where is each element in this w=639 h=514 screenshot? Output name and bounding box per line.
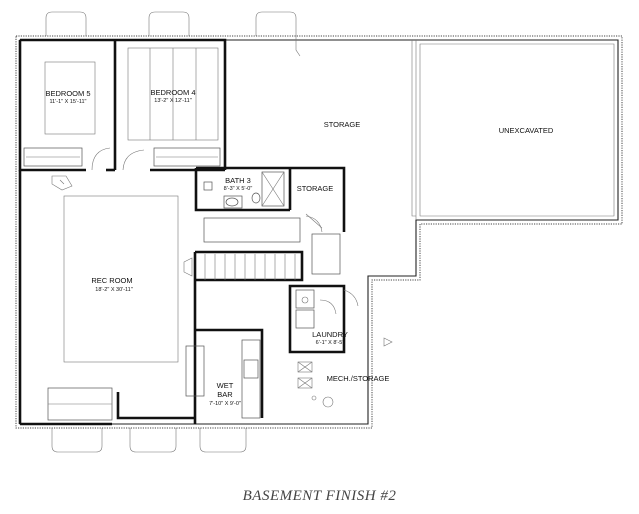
laundry-walls [288, 284, 359, 354]
bath-storage-walls [194, 166, 346, 232]
label-storage-small: STORAGE [297, 184, 334, 193]
corner-fixture [51, 175, 73, 191]
bedroom-furniture [44, 47, 219, 141]
label-mech-storage: MECH./STORAGE [327, 374, 390, 383]
label-bedroom4: BEDROOM 4 [150, 88, 195, 97]
dims-wet-bar: 7'-10" X 9'-0" [209, 401, 241, 407]
stair-hall [183, 213, 341, 424]
floor-plan: BEDROOM 5 11'-1" X 15'-11" BEDROOM 4 13'… [15, 11, 623, 453]
dims-laundry: 6'-1" X 8'-5" [316, 340, 345, 346]
window-wells-bottom [51, 428, 247, 453]
bar-bottom-wall [116, 392, 195, 420]
dims-bath3: 8'-3" X 5'-0" [224, 186, 253, 192]
label-unexcavated: UNEXCAVATED [499, 126, 554, 135]
label-bedroom5: BEDROOM 5 [45, 89, 90, 98]
bedroom-closets [23, 147, 221, 167]
mechanical-equipment [297, 337, 393, 408]
dims-rec-room: 18'-2" X 30'-11" [95, 287, 132, 293]
label-storage-main: STORAGE [324, 120, 361, 129]
dims-bedroom4: 13'-2" X 12'-11" [154, 98, 191, 104]
unexcavated-boundary [419, 43, 615, 217]
window-wells-top [45, 11, 297, 36]
plan-title: BASEMENT FINISH #2 [242, 488, 397, 504]
label-wet-bar-line2: BAR [217, 390, 233, 399]
wet-bar [185, 328, 264, 419]
label-wet-bar-line1: WET [217, 381, 234, 390]
rec-room-rug [63, 195, 179, 363]
dims-bedroom5: 11'-1" X 15'-11" [50, 99, 87, 105]
label-bath3: BATH 3 [225, 176, 251, 185]
bedroom-walls [18, 38, 227, 424]
label-laundry: LAUNDRY [312, 330, 348, 339]
stair-treads [204, 254, 296, 280]
foundation-outline [15, 35, 623, 429]
label-rec-room: REC ROOM [91, 276, 132, 285]
